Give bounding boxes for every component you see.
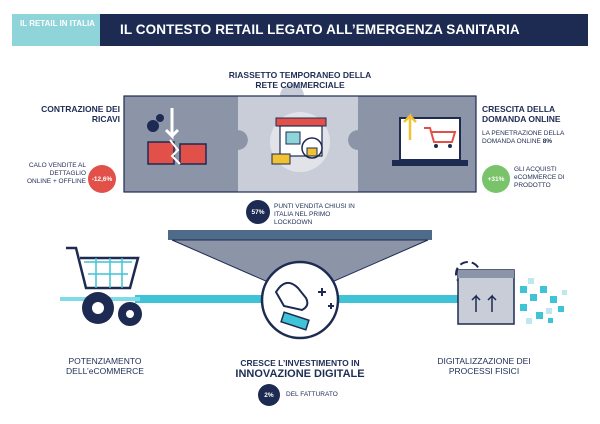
trending-down-icon xyxy=(147,108,207,165)
box-icon xyxy=(455,261,567,325)
center-stat-text: PUNTI VENDITA CHIUSI IN ITALIA NEL PRIMO… xyxy=(274,203,355,226)
hand-coin-icon xyxy=(260,260,340,340)
page-title-text: IL CONTESTO RETAIL LEGATO ALL’EMERGENZA … xyxy=(120,22,520,37)
store-icon xyxy=(270,112,330,172)
bottom-center-value: 2% xyxy=(264,391,274,399)
right-stat-badge: +31% xyxy=(482,165,510,193)
right-stat-value: +31% xyxy=(487,175,505,183)
bottom-center-value-text: DEL FATTURATO xyxy=(286,391,338,398)
bottom-center-badge: 2% xyxy=(258,384,280,406)
header-tag-text: IL RETAIL IN ITALIA xyxy=(20,19,95,28)
right-subtitle-value: 8% xyxy=(542,138,553,145)
header-tag: IL RETAIL IN ITALIA xyxy=(12,14,100,46)
bottom-right-label: DIGITALIZZAZIONE DEI PROCESSI FISICI xyxy=(437,356,531,376)
bottom-center-highlight: INNOVAZIONE DIGITALE xyxy=(235,368,365,380)
center-stat-badge: 57% xyxy=(246,200,270,224)
center-stat-value: 57% xyxy=(251,208,265,216)
right-stat-text: GLI ACQUISTI eCOMMERCE DI PRODOTTO xyxy=(514,166,565,189)
bottom-center-title: CRESCE L’INVESTIMENTO IN xyxy=(240,358,360,368)
shopping-cart-icon xyxy=(66,246,142,326)
left-stat-value: -12,6% xyxy=(91,175,113,183)
bottom-left-label: POTENZIAMENTO DELL’eCOMMERCE xyxy=(66,356,144,376)
left-stat-badge: -12,6% xyxy=(88,165,116,193)
left-title: CONTRAZIONE DEI RICAVI xyxy=(41,104,120,124)
right-title: CRESCITA DELLA DOMANDA ONLINE xyxy=(482,104,561,124)
right-subtitle-text: LA PENETRAZIONE DELLA DOMANDA ONLINE xyxy=(482,130,565,145)
center-title: RIASSETTO TEMPORANEO DELLA RETE COMMERCI… xyxy=(228,70,372,90)
left-stat-text: CALO VENDITE AL DETTAGLIO ONLINE + OFFLI… xyxy=(26,162,86,185)
page-title: IL CONTESTO RETAIL LEGATO ALL’EMERGENZA … xyxy=(100,14,588,46)
right-subtitle: LA PENETRAZIONE DELLA DOMANDA ONLINE 8% xyxy=(482,130,578,146)
laptop-cart-icon xyxy=(392,112,468,166)
